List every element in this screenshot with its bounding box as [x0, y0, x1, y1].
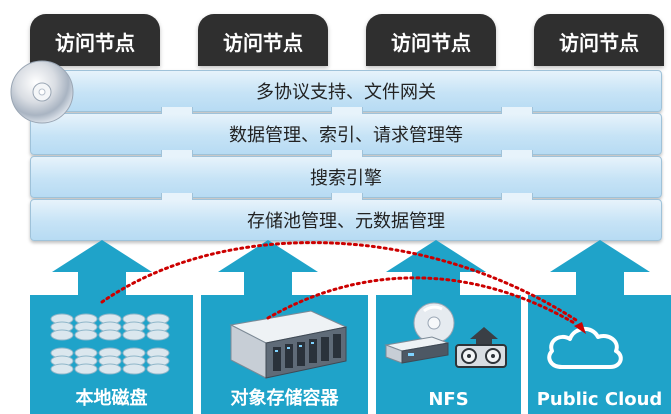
layer-label: 存储池管理、元数据管理: [247, 211, 445, 232]
storage-label: NFS: [428, 389, 469, 410]
up-arrow-icon: [550, 240, 650, 300]
up-arrow-icon: [218, 240, 318, 300]
dotted-path-local-to-cloud: [100, 241, 578, 322]
layer-connector: [331, 107, 363, 114]
cd-disc-icon: [413, 302, 455, 344]
storage-label: 本地磁盘: [75, 388, 148, 409]
server-icon: [229, 310, 348, 379]
storage-label: Public Cloud: [536, 389, 663, 410]
server-unit-icon: [384, 336, 450, 364]
layer-protocol-gateway: 多协议支持、文件网关: [30, 70, 662, 112]
cloud-icon: [547, 327, 623, 369]
access-node-2: 访问节点: [198, 14, 328, 66]
layer-connector: [161, 107, 193, 114]
access-node-3: 访问节点: [366, 14, 496, 66]
storage-nfs: NFS: [376, 295, 521, 414]
access-node-label: 访问节点: [223, 30, 303, 55]
layer-search-engine: 搜索引擎: [30, 150, 662, 198]
layer-connector: [331, 150, 363, 157]
layer-label: 多协议支持、文件网关: [256, 82, 436, 103]
up-arrow-icon: [52, 240, 152, 300]
layer-connector: [161, 193, 193, 200]
storage-label: 对象存储容器: [230, 388, 339, 409]
access-node-label: 访问节点: [391, 30, 471, 55]
tape-drive-icon: [455, 327, 507, 368]
layer-label: 搜索引擎: [310, 168, 382, 189]
up-arrow-icon: [386, 240, 486, 300]
layer-connector: [161, 150, 193, 157]
access-node-4: 访问节点: [534, 14, 664, 66]
storage-object-container: 对象存储容器: [201, 295, 368, 414]
arrowhead-icon: [574, 322, 586, 334]
layer-connector: [501, 107, 533, 114]
layer-connector: [501, 193, 533, 200]
access-node-label: 访问节点: [55, 30, 135, 55]
layer-connector: [331, 193, 363, 200]
dotted-path-object-to-cloud: [266, 276, 578, 326]
layer-connector: [501, 150, 533, 157]
storage-public-cloud: Public Cloud: [528, 295, 671, 414]
access-node-1: 访问节点: [30, 14, 160, 66]
layer-data-management: 数据管理、索引、请求管理等: [30, 107, 662, 155]
disk-stack-icon: [50, 313, 170, 375]
layer-storage-pool: 存储池管理、元数据管理: [30, 193, 662, 241]
storage-local-disk: 本地磁盘: [30, 295, 193, 414]
layer-label: 数据管理、索引、请求管理等: [229, 125, 463, 146]
access-node-label: 访问节点: [559, 30, 639, 55]
cd-disc-icon: [10, 60, 74, 124]
